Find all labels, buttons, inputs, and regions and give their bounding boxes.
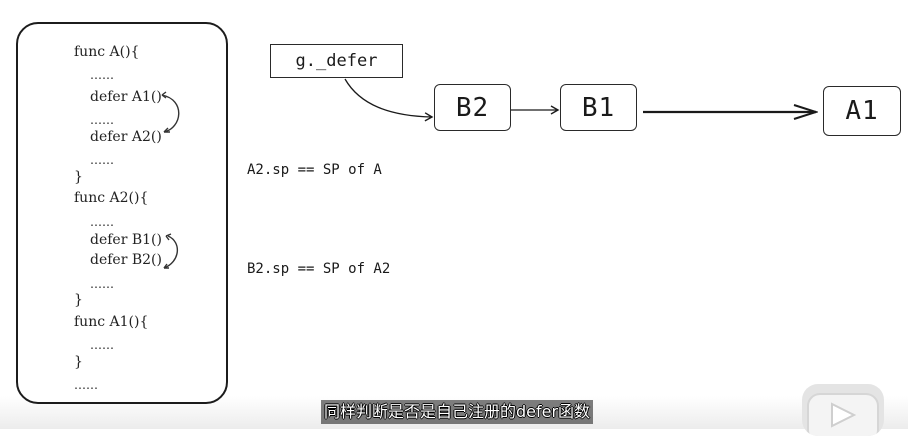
arrowhead-icon xyxy=(163,263,169,269)
curved-arrow-icon xyxy=(161,94,180,133)
code-line: …… xyxy=(90,153,114,167)
note-b2-sp: B2.sp == SP of A2 xyxy=(247,261,391,277)
play-logo-icon xyxy=(802,384,884,436)
code-line: …… xyxy=(90,113,114,127)
node-a1: A1 xyxy=(823,86,901,136)
code-line: …… xyxy=(90,338,114,352)
arrowhead-icon xyxy=(165,233,172,241)
code-line: func A(){ xyxy=(74,44,140,60)
code-line: …… xyxy=(90,68,114,82)
code-line: } xyxy=(74,354,83,370)
code-line: …… xyxy=(74,378,98,392)
head-to-b2-arrow xyxy=(344,78,434,122)
code-line: } xyxy=(74,169,83,185)
video-subtitle: 同样判断是否是自己注册的defer函数 xyxy=(321,400,594,424)
code-line: …… xyxy=(90,215,114,229)
note-a2-sp: A2.sp == SP of A xyxy=(247,162,382,178)
code-panel: func A(){ …… defer A1() …… defer A2() ……… xyxy=(16,22,228,404)
node-b1: B1 xyxy=(560,84,637,131)
code-line: func A2(){ xyxy=(74,190,149,206)
code-line: defer A1() xyxy=(90,89,162,105)
code-line: defer A2() xyxy=(90,129,162,145)
code-line: func A1(){ xyxy=(74,314,149,330)
code-line: …… xyxy=(90,277,114,291)
code-line: defer B2() xyxy=(90,252,162,268)
curved-arrow-icon xyxy=(163,235,178,269)
node-b2: B2 xyxy=(434,84,511,131)
arrowhead-icon xyxy=(161,91,167,99)
code-line: defer B1() xyxy=(90,232,162,248)
g-defer-head-box: g._defer xyxy=(270,44,403,78)
arrowhead-icon xyxy=(163,127,170,133)
code-line: } xyxy=(74,292,83,308)
